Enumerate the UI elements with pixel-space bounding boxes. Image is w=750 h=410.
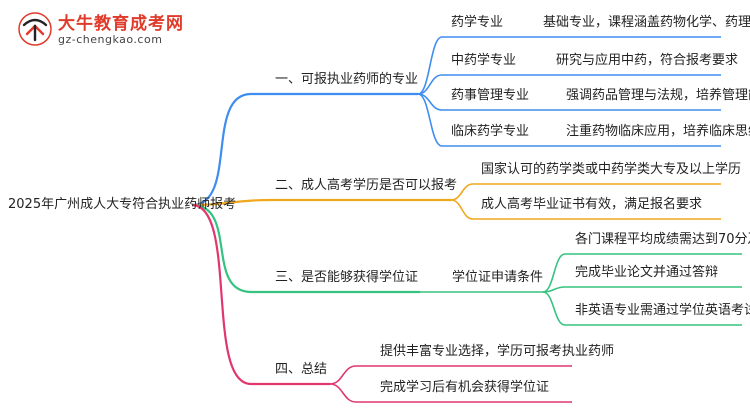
b1-child-4-label: 临床药学专业 [451,124,530,139]
connector-branch-1 [191,92,418,207]
b1-child-3-label: 药事管理专业 [451,88,530,103]
b3-child-3-label: 非英语专业需通过学位英语考试 [575,303,750,318]
connector-b3-child-1 [542,253,742,293]
b2-child-1-label: 国家认可的药学类或中药学类大专及以上学历 [481,162,742,177]
b2-child-2-label: 成人高考毕业证书有效，满足报名要求 [481,197,703,212]
connector-b1-child-2 [417,74,721,95]
b1-child-2-label: 中药学专业 [451,53,517,68]
branch-3-label: 三、是否能够获得学位证 [275,270,419,285]
connector-b1-child-1 [417,36,721,95]
logo-badge-icon [18,12,52,46]
connector-branch-4 [191,203,330,386]
brand-logo: 大牛教育成考网 gz-chengkao.com [14,8,234,52]
connector-branch-2 [191,198,451,207]
b3-sub-label: 学位证申请条件 [452,270,544,285]
root-topic: 2025年广州成人大专符合执业药师报考 [8,197,237,212]
connector-b3-child-3 [542,291,742,326]
b3-child-1-label: 各门课程平均成绩需达到70分及以上 [575,232,750,247]
branch-2-label: 二、成人高考学历是否可以报考 [275,178,458,193]
b1-child-3-desc: 强调药品管理与法规，培养管理能力 [566,88,750,103]
logo-url: gz-chengkao.com [58,33,163,46]
b3-child-2-label: 完成毕业论文并通过答辩 [575,265,719,280]
b1-child-1-desc: 基础专业，课程涵盖药物化学、药理学 [543,15,750,30]
branch-4-label: 四、总结 [275,362,328,377]
connector-b2-child-2 [450,199,721,220]
b4-child-2-label: 完成学习后有机会获得学位证 [380,380,550,395]
connector-b2-child-1 [450,183,721,201]
connector-b3-child-2 [542,286,742,293]
connector-b4-child-2 [329,383,572,403]
connector-b1-child-4 [417,93,721,147]
b1-child-1-label: 药学专业 [451,15,504,30]
logo-title: 大牛教育成考网 [58,14,184,34]
connector-b4-child-1 [329,365,572,385]
b1-child-4-desc: 注重药物临床应用，培养临床思维 [566,124,750,139]
connector-branch-3 [191,203,420,294]
b1-child-2-desc: 研究与应用中药，符合报考要求 [556,53,739,68]
branch-1-label: 一、可报执业药师的专业 [275,72,419,87]
b4-child-1-label: 提供丰富专业选择，学历可报考执业药师 [380,344,615,359]
